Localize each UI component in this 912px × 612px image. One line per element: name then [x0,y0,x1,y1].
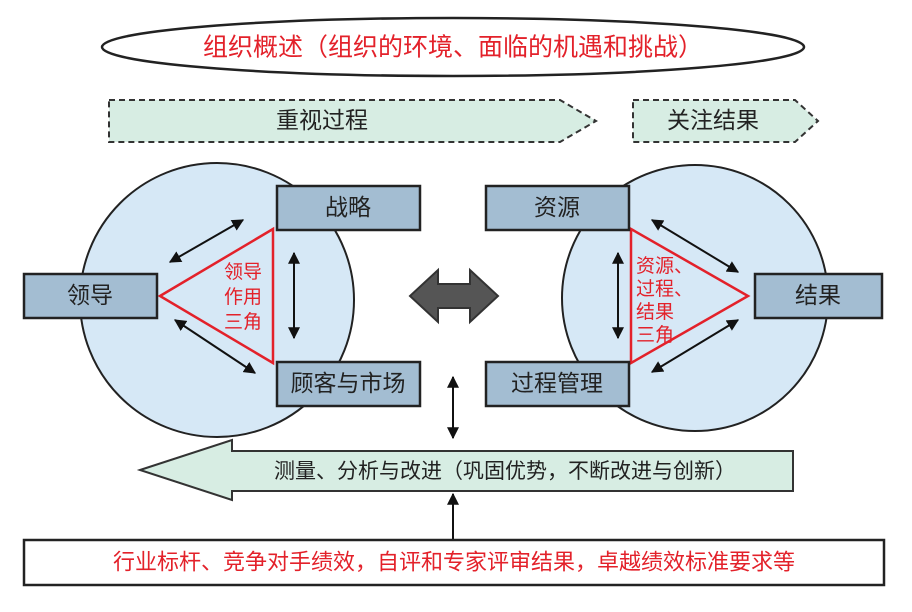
box-results: 结果 [753,272,884,320]
box-customers-text: 顾客与市场 [291,371,406,397]
banner-results-text: 关注结果 [667,108,759,134]
box-process-management: 过程管理 [484,360,631,408]
left-triangle-label-3: 三角 [224,311,262,333]
measurement-text: 测量、分析与改进（巩固优势，不断改进与创新） [274,459,736,483]
box-leadership-text: 领导 [67,283,113,309]
right-triangle-label-1: 资源、 [636,255,693,277]
measurement-arrow: 测量、分析与改进（巩固优势，不断改进与创新） [136,438,794,502]
box-customers: 顾客与市场 [275,360,422,408]
double-arrow [650,319,740,373]
benchmark-box: 行业标杆、竞争对手绩效，自评和专家评审结果，卓越绩效标准要求等 [22,538,886,587]
right-triangle-label-3: 结果 [636,301,674,323]
bidirectional-arrow-icon [408,267,500,325]
double-arrow [168,219,245,263]
box-resources-text: 资源 [534,195,580,221]
right-triangle-label-2: 过程、 [636,278,693,300]
title-text: 组织概述（组织的环境、面临的机遇和挑战） [203,33,703,62]
double-arrow [173,319,257,374]
box-leadership: 领导 [22,272,159,320]
box-strategy: 战略 [275,184,422,232]
box-results-text: 结果 [795,283,841,309]
box-process-management-text: 过程管理 [511,371,603,397]
box-strategy-text: 战略 [325,195,371,221]
banner-process: 重视过程 [108,99,598,143]
title-ellipse: 组织概述（组织的环境、面临的机遇和挑战） [100,16,806,78]
double-arrow [650,219,740,273]
benchmark-text: 行业标杆、竞争对手绩效，自评和专家评审结果，卓越绩效标准要求等 [113,551,795,576]
left-triangle-label-2: 作用 [224,286,262,308]
right-triangle-label-4: 三角 [636,324,674,346]
left-triangle-label-1: 领导 [224,261,262,283]
box-resources: 资源 [484,184,631,232]
banner-process-text: 重视过程 [276,108,368,134]
banner-results: 关注结果 [632,99,820,143]
